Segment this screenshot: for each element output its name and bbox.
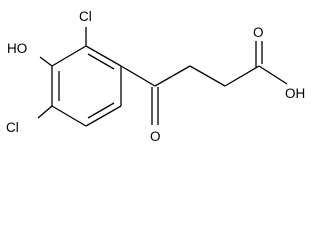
chemical-structure-diagram: Cl HO Cl O O OH (6, 9, 305, 144)
bond-ch2-to-ch2 (189, 65, 226, 87)
ring-double-bond-inner-1 (87, 53, 115, 70)
bond-ch2-to-carboxyl (224, 65, 260, 87)
atom-label-hydroxyl: HO (7, 41, 27, 56)
atom-label-acid-oxygen: O (253, 25, 264, 40)
ring-bond-c1-c2 (85, 45, 122, 67)
bond-carboxyl-to-oh (258, 65, 288, 85)
ring-bond-c3-c4 (85, 105, 122, 127)
atom-label-cl-bottom: Cl (6, 120, 19, 135)
ring-double-bond-inner-2 (87, 102, 115, 119)
bond-ring-to-hydroxyl (39, 56, 53, 67)
bond-ring-to-carbonyl (120, 65, 156, 87)
atom-label-cl-top: Cl (79, 9, 92, 24)
structure-canvas: Cl HO Cl O O OH (6, 9, 305, 144)
atom-label-keto-oxygen: O (150, 129, 161, 144)
atom-label-acid-hydroxyl: OH (285, 86, 305, 101)
ring-bond-c6-c1 (51, 45, 87, 67)
ring-bond-c4-c5 (51, 105, 87, 127)
benzene-ring (51, 45, 122, 127)
bond-ring-to-cl-bottom (37, 105, 53, 119)
bond-carbonyl-to-ch2 (154, 65, 191, 87)
